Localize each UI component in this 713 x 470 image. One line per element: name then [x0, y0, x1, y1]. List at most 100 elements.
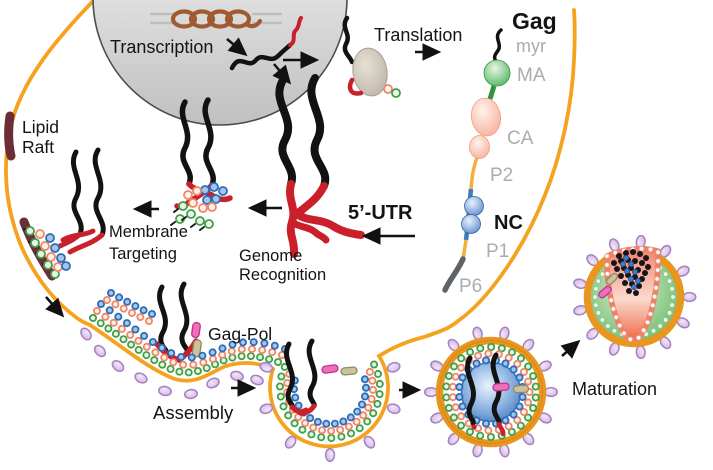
lattice-dot [184, 368, 193, 377]
lattice-dot [509, 365, 518, 374]
lattice-dot [357, 400, 366, 409]
env-spike-icon [423, 386, 439, 398]
lattice-dot [218, 350, 227, 359]
lattice-dot [604, 323, 611, 329]
lattice-dot [484, 426, 493, 435]
lattice-dot [647, 311, 654, 317]
assembly-label: Assembly [153, 402, 234, 423]
lattice-dot [126, 330, 135, 339]
lattice-dot [519, 367, 528, 376]
lattice-dot [134, 336, 143, 345]
lattice-dot [472, 359, 481, 368]
lattice-dot [529, 372, 538, 381]
membrane-targeting-label-2: Targeting [109, 245, 177, 263]
lattice-dot [227, 347, 236, 356]
lattice-dot [96, 319, 105, 328]
lattice-dot [202, 364, 211, 373]
lattice-dot [363, 417, 372, 426]
lattice-dot [592, 285, 599, 292]
rnp-core-icon [598, 249, 651, 299]
lattice-dot [115, 293, 124, 302]
lattice-dot [524, 362, 533, 371]
lattice-dot [448, 393, 457, 402]
lattice-dot [497, 344, 506, 353]
lattice-dot [139, 306, 148, 315]
lattice-dot [107, 288, 116, 297]
lattice-dot [666, 278, 673, 285]
lattice-dot [277, 372, 286, 381]
lattice-dot [654, 276, 660, 282]
lattice-dot [669, 285, 676, 292]
lattice-dot [516, 421, 525, 430]
lattice-dot [268, 348, 277, 357]
lattice-dot [103, 295, 112, 304]
lattice-dot [621, 330, 627, 336]
raft-docked-gag-icon [25, 147, 106, 279]
lattice-dot [519, 407, 528, 416]
lattice-dot [524, 398, 533, 407]
lattice-dot [481, 419, 490, 428]
lattice-dot [369, 409, 378, 418]
env-spike-icon [543, 386, 559, 398]
lattice-dot [365, 367, 374, 376]
lattice-dot [650, 302, 656, 308]
lattice-dot [361, 383, 370, 392]
lattice-dot [501, 359, 510, 368]
lattice-dot [604, 253, 610, 259]
lattice-dot [515, 402, 524, 411]
lattice-dot [249, 338, 258, 347]
lattice-dot [474, 351, 483, 360]
lattice-dot [273, 357, 282, 366]
genome-recognition-label-2: Recognition [239, 266, 326, 284]
gag-p2-spacer-icon [469, 157, 479, 190]
lattice-dot [344, 422, 353, 431]
lattice-dot [504, 353, 513, 362]
lattice-dot [238, 338, 247, 347]
lattice-dot [651, 293, 658, 300]
lattice-dot [360, 392, 369, 401]
lattice-dot [655, 267, 661, 273]
lattice-dot [109, 318, 118, 327]
lattice-dot [187, 353, 196, 362]
lattice-dot [246, 352, 255, 361]
ribosome-icon [342, 15, 401, 98]
lattice-dot [595, 278, 602, 285]
lattice-dot [167, 349, 176, 358]
lattice-dot [122, 319, 131, 328]
lattice-dot [507, 427, 516, 436]
lattice-dot [518, 392, 527, 401]
lattice-dot [142, 342, 151, 351]
lattice-dot [612, 250, 618, 256]
lattice-dot [114, 312, 123, 321]
lattice-dot [158, 360, 167, 369]
lattice-dot [501, 416, 510, 425]
env-spike-icon [635, 345, 646, 360]
lattice-dot [373, 369, 382, 378]
lattice-dot [119, 304, 128, 313]
lattice-dot [364, 403, 373, 412]
lattice-dot [451, 372, 460, 381]
plasma-membrane [4, 0, 577, 449]
lattice-dot [166, 364, 175, 373]
lattice-dot [592, 302, 599, 309]
lattice-dot [111, 329, 120, 338]
lattice-dot [662, 271, 669, 278]
gag-label: Gag [512, 8, 557, 34]
lattice-dot [457, 363, 466, 372]
lattice-dot [140, 331, 149, 340]
lattice-dot [455, 392, 464, 401]
lattice-dot [531, 393, 540, 402]
lattice-dot [486, 432, 495, 441]
lattice-dot [655, 258, 661, 264]
lattice-dot [650, 327, 657, 334]
lattice-dot [93, 306, 102, 315]
lattice-dot [89, 313, 98, 322]
lipid-raft-label-2: Raft [22, 137, 54, 157]
lattice-dot [444, 403, 453, 412]
lattice-dot [670, 294, 676, 300]
lattice-dot [653, 285, 659, 291]
lattice-dot [457, 354, 466, 363]
gag-myr-squiggle-icon [492, 28, 503, 63]
lattice-dot [127, 308, 136, 317]
